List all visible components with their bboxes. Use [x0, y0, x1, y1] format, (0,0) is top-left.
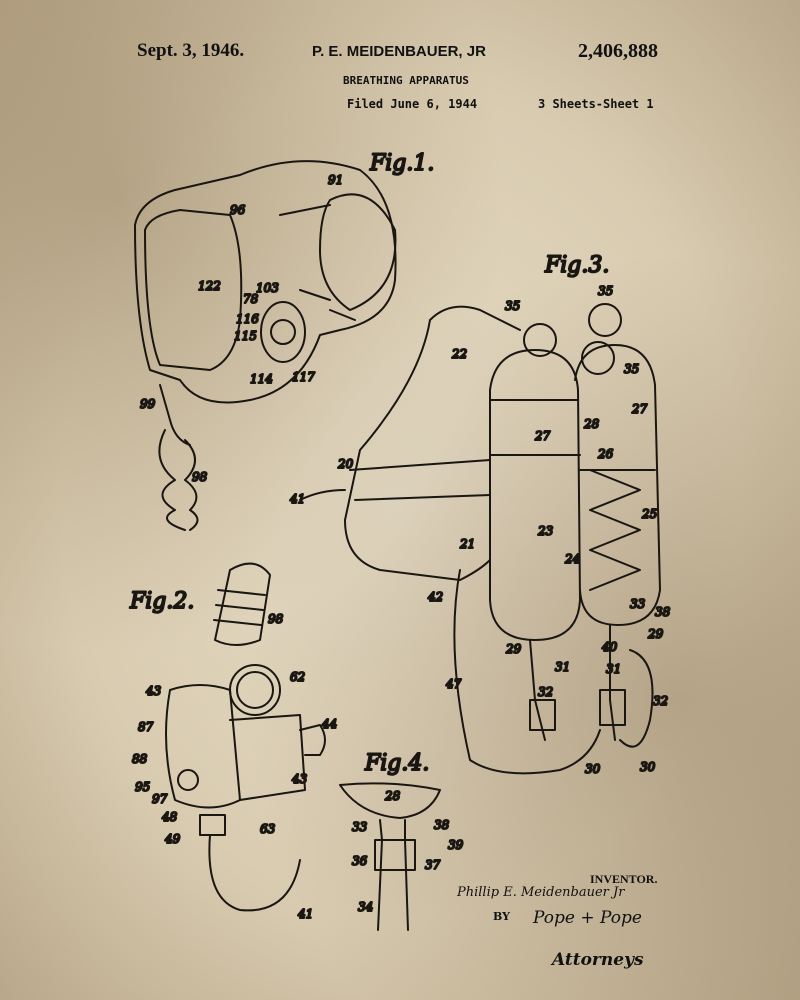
- figure-1-mask: [134, 160, 397, 531]
- patent-title: BREATHING APPARATUS: [343, 74, 469, 87]
- ref: 117: [292, 370, 315, 384]
- ref: 43: [145, 684, 162, 698]
- ref: 48: [161, 810, 178, 824]
- ref: 35: [505, 299, 520, 313]
- attorney-signature: Pope + Pope: [533, 908, 642, 928]
- ref: 27: [534, 429, 551, 443]
- ref: 31: [606, 662, 621, 676]
- ref: 96: [230, 203, 246, 217]
- inventor-label: INVENTOR.: [590, 872, 658, 886]
- figure-3-tanks: [299, 303, 661, 775]
- ref: 28: [384, 789, 401, 803]
- ref: 35: [598, 284, 613, 298]
- ref: 37: [425, 858, 441, 872]
- figure-2-regulator: [165, 562, 326, 912]
- ref: 39: [448, 838, 464, 852]
- ref: 23: [537, 524, 554, 538]
- ref: 28: [583, 417, 600, 431]
- ref: 98: [268, 612, 284, 626]
- fig1-refs: 96 91 122 78 103 116 115 114 117 99 98: [139, 172, 344, 485]
- filed-date: Filed June 6, 1944: [347, 97, 478, 111]
- ref: 88: [132, 752, 148, 766]
- ref: 36: [352, 854, 368, 868]
- ref: 47: [445, 677, 462, 691]
- ref: 44: [321, 717, 337, 731]
- ref: 115: [234, 329, 257, 343]
- patent-date: Sept. 3, 1946.: [137, 40, 245, 61]
- fig3-refs: 35 35 35 22 27 27 28 26 25 20 41 21 42 2…: [288, 283, 672, 777]
- patent-number: 2,406,888: [578, 40, 658, 62]
- ref: 38: [655, 605, 671, 619]
- ref: 49: [164, 832, 181, 846]
- ref: 25: [641, 507, 657, 521]
- by-label: BY: [493, 910, 510, 923]
- ref: 95: [135, 780, 150, 794]
- ref: 98: [192, 470, 208, 484]
- ref: 41: [289, 492, 305, 506]
- ref: 87: [138, 720, 154, 734]
- ref: 103: [256, 281, 279, 295]
- ref: 35: [624, 362, 639, 376]
- ref: 33: [630, 597, 646, 611]
- ref: 122: [198, 279, 221, 293]
- ref: 32: [653, 694, 668, 708]
- ref: 99: [140, 397, 156, 411]
- ref: 42: [427, 590, 443, 604]
- ref: 30: [640, 760, 656, 774]
- ref: 62: [290, 670, 305, 684]
- ref: 22: [451, 347, 467, 361]
- fig4-refs: 28 33 38 39 36 37 34: [351, 788, 465, 915]
- ref: 29: [647, 627, 664, 641]
- ref: 41: [297, 907, 313, 921]
- ref: 21: [459, 537, 475, 551]
- fig4-label: Fig.4.: [364, 751, 429, 776]
- ref: 27: [631, 402, 648, 416]
- sheet-count: 3 Sheets-Sheet 1: [538, 97, 654, 111]
- fig2-refs: 98 62 43 87 44 88 43 95 97 48 49 63 41: [131, 611, 338, 922]
- ref: 78: [243, 292, 259, 306]
- attorneys-label: Attorneys: [552, 950, 644, 970]
- ref: 43: [291, 772, 308, 786]
- inventor-signature: Phillip E. Meidenbauer Jr: [457, 885, 625, 900]
- ref: 40: [601, 640, 618, 654]
- ref: 29: [505, 642, 522, 656]
- ref: 38: [434, 818, 450, 832]
- figure-4-detail: [339, 782, 441, 931]
- inventor-name: P. E. MEIDENBAUER, JR: [312, 43, 486, 60]
- fig1-label: Fig.1.: [369, 151, 434, 176]
- fig3-label: Fig.3.: [544, 253, 609, 278]
- ref: 26: [597, 447, 614, 461]
- ref: 33: [352, 820, 368, 834]
- ref: 20: [337, 457, 354, 471]
- ref: 24: [564, 552, 580, 566]
- ref: 116: [236, 312, 259, 326]
- ref: 97: [152, 792, 168, 806]
- ref: 32: [538, 685, 553, 699]
- ref: 34: [358, 900, 373, 914]
- ref: 91: [328, 173, 343, 187]
- ref: 30: [585, 762, 601, 776]
- ref: 63: [260, 822, 276, 836]
- ref: 114: [250, 372, 273, 386]
- fig2-label: Fig.2.: [129, 589, 194, 614]
- ref: 31: [555, 660, 570, 674]
